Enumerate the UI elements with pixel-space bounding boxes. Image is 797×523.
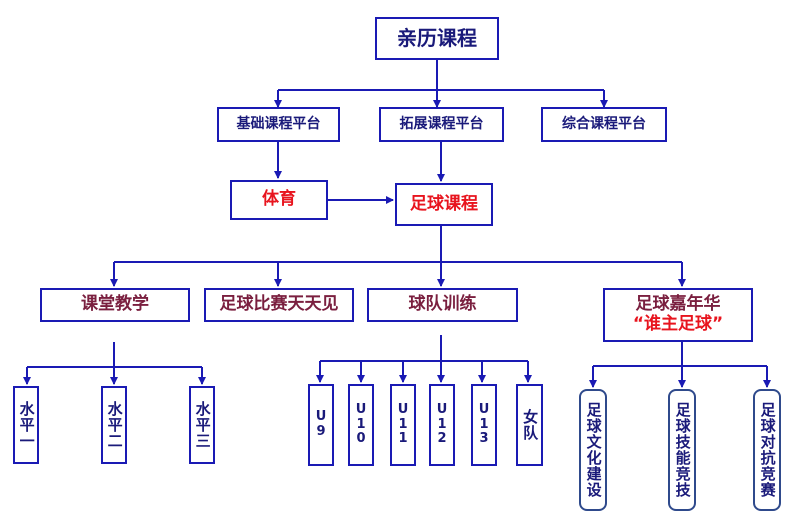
node-football-course: 足球课程 (395, 183, 493, 226)
node-team-training: 球队训练 (367, 288, 518, 322)
carnival-title: 足球嘉年华 (635, 294, 721, 315)
carnival-subtitle: “谁主足球” (632, 314, 724, 334)
node-root: 亲历课程 (375, 17, 499, 60)
node-basic-platform: 基础课程平台 (217, 107, 340, 142)
node-team-u12: U12 (429, 384, 455, 466)
node-daily-match: 足球比赛天天见 (204, 288, 354, 322)
node-skill-competition: 足球技能竞技 (668, 389, 696, 511)
node-team-u13: U13 (471, 384, 497, 466)
node-football-carnival: 足球嘉年华 “谁主足球” (603, 288, 753, 342)
node-football-culture: 足球文化建设 (579, 389, 607, 511)
node-team-women: 女队 (516, 384, 543, 466)
node-team-u9: U9 (308, 384, 334, 466)
node-classroom-teaching: 课堂教学 (40, 288, 190, 322)
node-integrated-platform: 综合课程平台 (541, 107, 667, 142)
node-team-u10: U10 (348, 384, 374, 466)
node-level-3: 水平三 (189, 386, 215, 464)
node-level-1: 水平一 (13, 386, 39, 464)
node-pe: 体育 (230, 180, 328, 220)
node-level-2: 水平二 (101, 386, 127, 464)
node-match-competition: 足球对抗竞赛 (753, 389, 781, 511)
node-extended-platform: 拓展课程平台 (379, 107, 504, 142)
node-team-u11: U11 (390, 384, 416, 466)
